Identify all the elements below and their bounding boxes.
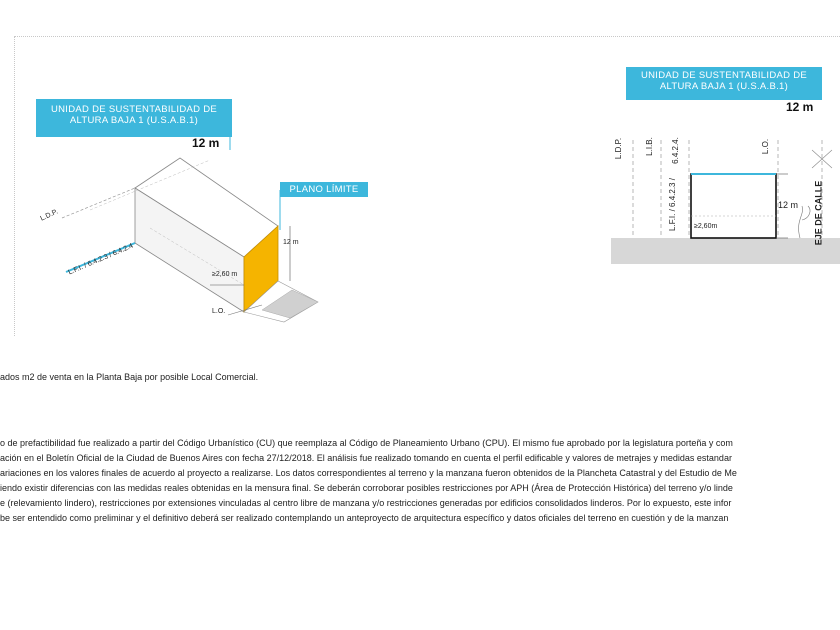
right-title-line1: UNIDAD DE SUSTENTABILIDAD DE (640, 70, 808, 81)
disclaimer-line: ación en el Boletín Oficial de la Ciudad… (0, 453, 732, 463)
left-building-drawing (61, 120, 319, 323)
plano-limite-label: PLANO LÍMITE (280, 182, 368, 197)
page-border-top (14, 36, 840, 37)
left-title-line1: UNIDAD DE SUSTENTABILIDAD DE (50, 104, 218, 115)
right-height-label: 12 m (786, 100, 814, 114)
disclaimer-line: ariaciones en los valores finales de acu… (0, 468, 737, 478)
right-dim-260: ≥2,60m (694, 223, 718, 230)
right-diagram-title: UNIDAD DE SUSTENTABILIDAD DE ALTURA BAJA… (626, 67, 822, 100)
left-title-line2: ALTURA BAJA 1 (U.S.A.B.1) (69, 115, 199, 126)
right-6424-label: 6.4.2.4. (670, 137, 680, 164)
disclaimer-line: o de prefactibilidad fue realizado a par… (0, 438, 733, 448)
right-lib-label: L.I.B. (644, 137, 654, 156)
right-lo-label: L.O. (761, 138, 771, 155)
right-lfi-label: L.F.I. / 6.4.2.3 / (667, 178, 677, 231)
left-height-label: 12 m (192, 136, 220, 150)
page-border-left (14, 36, 15, 336)
right-eje-label: EJE DE CALLE (813, 180, 824, 246)
left-lo-label: L.O. (212, 308, 226, 315)
right-title-line2: ALTURA BAJA 1 (U.S.A.B.1) (659, 81, 789, 92)
right-ldp-label: L.D.P. (614, 137, 624, 160)
disclaimer-line: iendo existir diferencias con las medida… (0, 483, 733, 493)
disclaimer-line: be ser entendido como preliminar y el de… (0, 513, 729, 523)
disclaimer-line: e (relevamiento lindero), restricciones … (0, 498, 732, 508)
disclaimer-paragraph: o de prefactibilidad fue realizado a par… (0, 438, 840, 538)
left-dim-12: 12 m (283, 239, 299, 246)
intro-line: ados m2 de venta en la Planta Baja por p… (0, 372, 259, 382)
right-dim-12: 12 m (778, 200, 799, 210)
left-dim-260: ≥2,60 m (212, 271, 238, 278)
right-section-drawing (611, 140, 840, 264)
left-diagram-title: UNIDAD DE SUSTENTABILIDAD DE ALTURA BAJA… (36, 99, 232, 137)
